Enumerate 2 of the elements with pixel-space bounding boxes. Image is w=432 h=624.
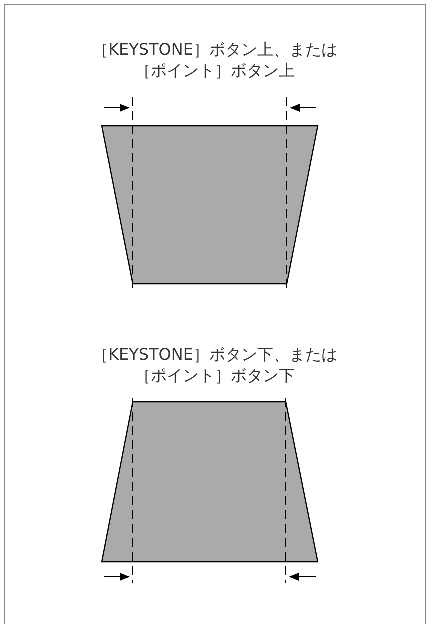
caption-text: ［KEYSTONE］ボタン上、または［ポイント］ボタン上 — [92, 39, 338, 81]
caption-text: ［KEYSTONE］ボタン下、または［ポイント］ボタン下 — [92, 344, 338, 386]
